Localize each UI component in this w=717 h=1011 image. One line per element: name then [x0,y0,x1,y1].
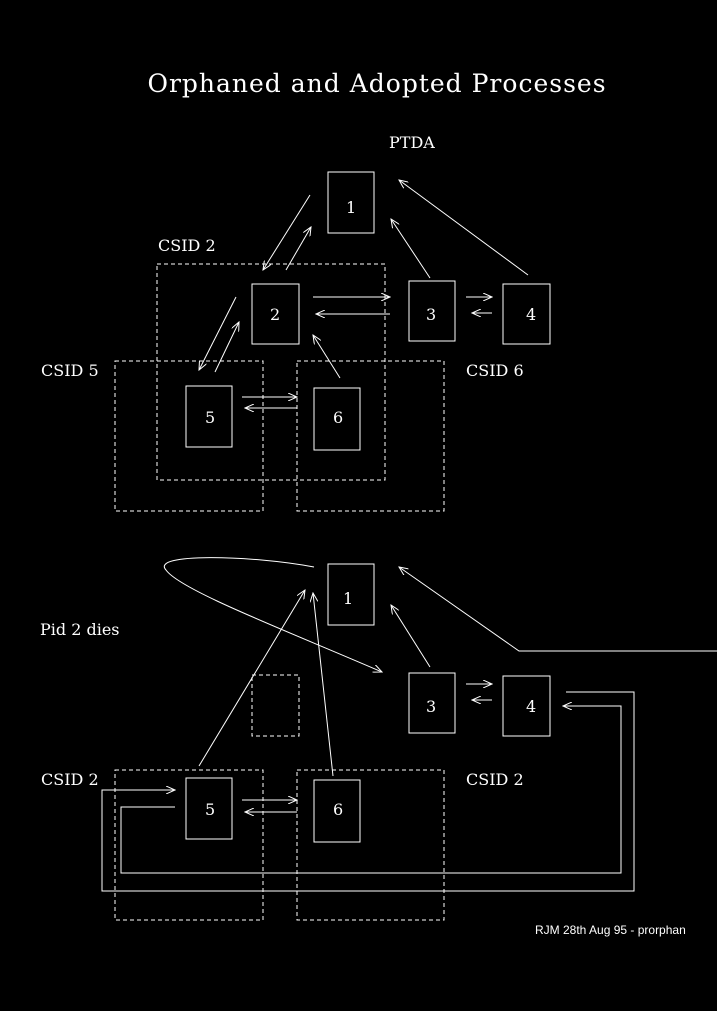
arrow-2-to-5 [199,296,237,370]
csid-2-right-label: CSID 2 [466,770,524,789]
arrow-3-to-1-after [391,605,431,668]
process-box-4-after: 4 [502,675,551,737]
arrow-6-to-1 [313,593,334,777]
process-4-after-label: 4 [526,697,536,716]
csid-2-region [156,263,386,481]
process-5-label: 5 [205,408,215,427]
arrow-5-to-1 [198,590,305,767]
page-title: Orphaned and Adopted Processes [147,69,606,98]
arrow-1-loop-to-3 [163,557,382,672]
arrow-4-to-1 [399,180,529,276]
process-1-after-label: 1 [343,589,353,608]
arrow-1-to-2 [263,194,311,270]
csid-5-region [114,360,264,512]
process-box-6: 6 [313,387,361,451]
csid-2-right-region [296,769,445,921]
process-box-6-after: 6 [313,779,361,843]
process-6-label: 6 [333,408,343,427]
arrow-6-to-2 [313,335,341,379]
csid-6-label: CSID 6 [466,361,524,380]
process-box-5-after: 5 [185,777,233,840]
process-box-3: 3 [408,280,456,342]
process-4-label: 4 [526,305,536,324]
bottom-arrows [101,557,717,892]
arrow-5-to-4 [120,706,622,874]
csid-2-left-label: CSID 2 [41,770,99,789]
dead-process-2-slot [251,674,300,737]
arrow-2-to-1 [285,227,311,271]
process-5-after-label: 5 [205,800,215,819]
process-box-3-after: 3 [408,672,456,734]
process-6-after-label: 6 [333,800,343,819]
arrow-4-to-5 [101,691,635,892]
csid-2-label: CSID 2 [158,236,216,255]
arrow-3-to-1 [391,219,431,279]
process-box-2: 2 [251,283,300,345]
ptda-label: PTDA [389,133,435,152]
top-arrows [199,180,529,408]
arrow-5-to-2 [214,322,239,373]
csid-2-left-region [114,769,264,921]
arrow-4-to-1-after [399,567,717,652]
process-box-1-after: 1 [327,563,375,626]
credit-text: RJM 28th Aug 95 - prorphan [535,923,686,937]
process-box-4: 4 [502,283,551,345]
csid-5-label: CSID 5 [41,361,99,380]
process-box-1: 1 [327,171,375,234]
process-2-label: 2 [270,305,280,324]
process-3-label: 3 [426,305,436,324]
process-box-5: 5 [185,385,233,448]
pid-2-dies-label: Pid 2 dies [40,620,120,639]
process-1-label: 1 [346,198,356,217]
csid-6-region [296,360,445,512]
process-3-after-label: 3 [426,697,436,716]
